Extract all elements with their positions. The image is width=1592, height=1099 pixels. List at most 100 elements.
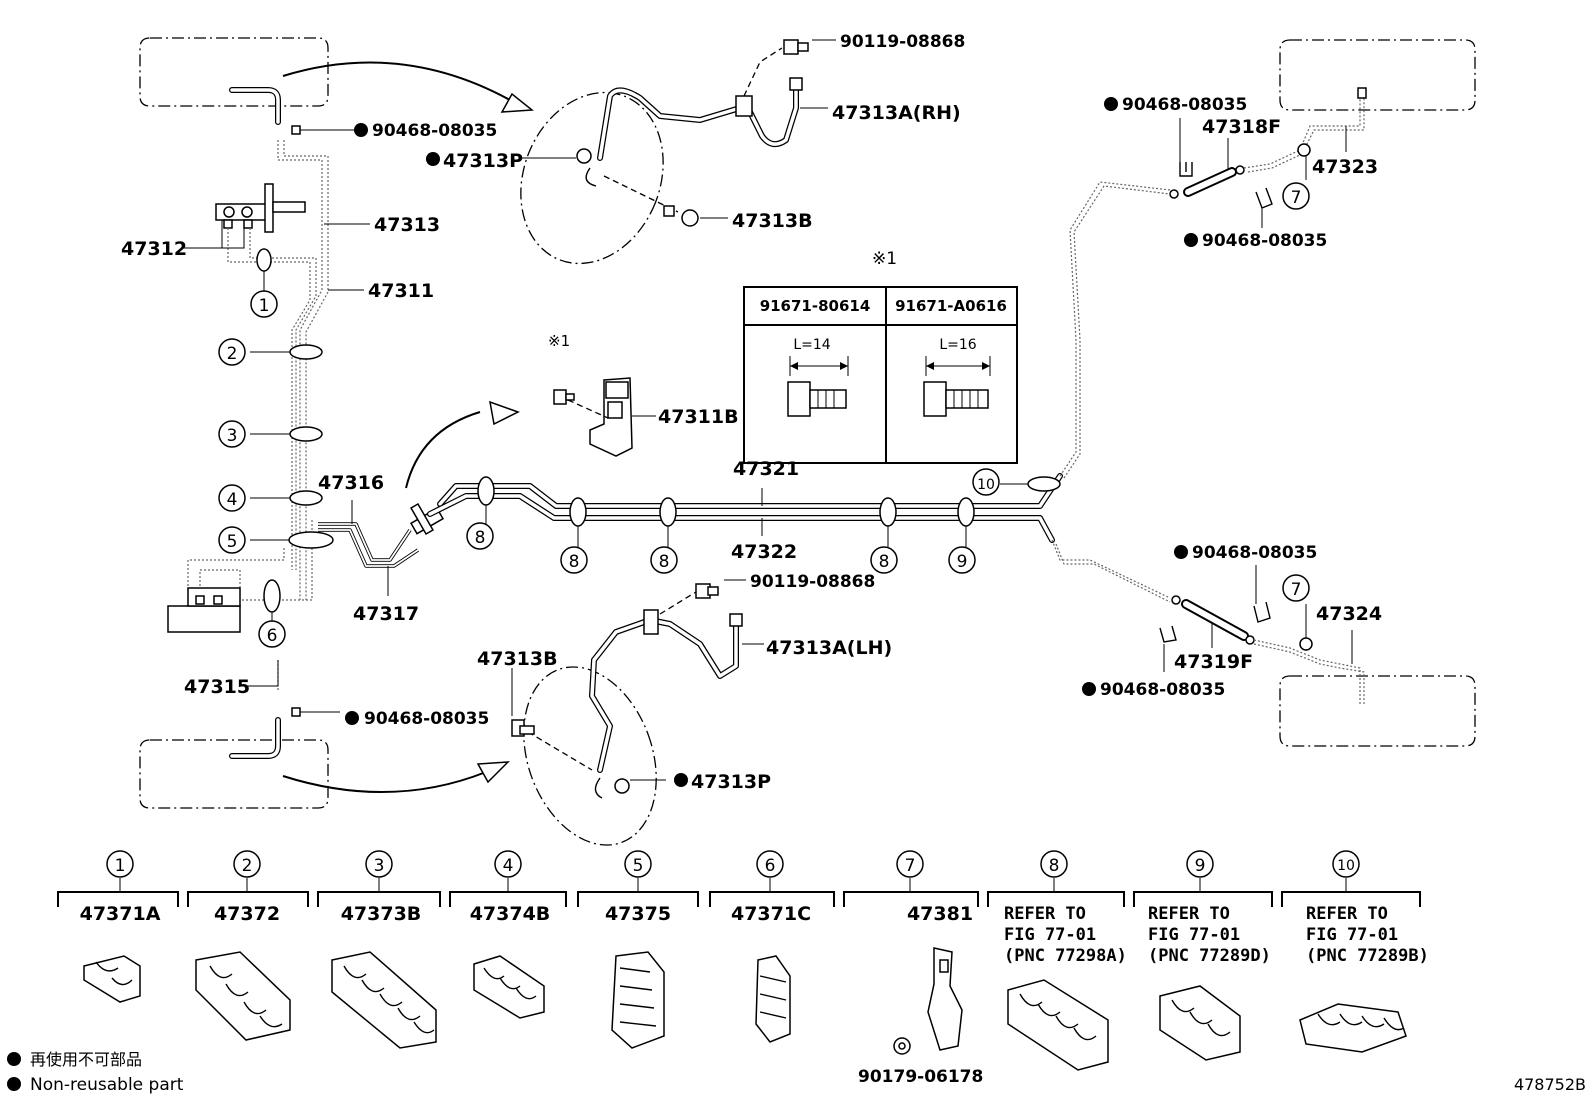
- svg-text:7: 7: [1291, 188, 1302, 208]
- svg-text:REFER TO: REFER TO: [1148, 904, 1230, 924]
- clamp-sketch-10: [1299, 1003, 1407, 1053]
- svg-text:7: 7: [1291, 580, 1302, 600]
- label-47321: 47321: [733, 458, 799, 480]
- label-47313p-top: 47313P: [443, 150, 523, 172]
- catalog-num-10: 10: [1332, 850, 1360, 878]
- clamp-ring-8a: [477, 476, 495, 506]
- catalog-refer-10: REFER TO FIG 77-01 (PNC 77289B): [1306, 904, 1429, 966]
- circle-num-2: 2: [218, 338, 246, 366]
- catalog-num-2: 2: [233, 850, 261, 878]
- tube-47316-47317: [318, 502, 445, 568]
- label-47315: 47315: [184, 676, 250, 698]
- clamp-sketch-2: [195, 951, 291, 1041]
- note-mark-bracket: ※1: [548, 332, 570, 350]
- label-47318f: 47318F: [1202, 116, 1281, 138]
- svg-text:10: 10: [977, 477, 995, 493]
- catalog-part-3: 47373B: [341, 903, 422, 925]
- svg-text:7: 7: [905, 856, 916, 876]
- label-47322: 47322: [731, 541, 797, 563]
- rh-hose-assembly: [520, 39, 809, 265]
- master-cylinder: [215, 183, 306, 233]
- svg-text:6: 6: [765, 856, 776, 876]
- label-47313a-lh: 47313A(LH): [766, 637, 892, 659]
- catalog-part-4: 47374B: [470, 903, 551, 925]
- figure-number: 478752B: [1514, 1075, 1586, 1094]
- svg-text:3: 3: [227, 426, 238, 446]
- label-47313p-bot: 47313P: [691, 771, 771, 793]
- svg-text:REFER TO: REFER TO: [1004, 904, 1086, 924]
- clamp-sketch-3: [331, 951, 437, 1049]
- circle-num-7-lh: 7: [1282, 574, 1310, 602]
- svg-text:FIG 77-01: FIG 77-01: [1306, 925, 1398, 945]
- arrow-to-lh-hose: [282, 761, 510, 794]
- label-90119-top: 90119-08868: [840, 32, 965, 52]
- catalog-num-9: 9: [1186, 850, 1214, 878]
- table-col2-length: L=16: [939, 337, 976, 353]
- svg-text:3: 3: [374, 856, 385, 876]
- hose-47318f: [1169, 165, 1245, 199]
- svg-text:8: 8: [879, 552, 890, 572]
- svg-text:1: 1: [259, 296, 270, 316]
- clip-90468-rh-lower: [1255, 187, 1273, 209]
- label-47317: 47317: [353, 603, 419, 625]
- svg-text:8: 8: [659, 552, 670, 572]
- outline-box-rear-right: [1279, 39, 1476, 111]
- catalog-num-7: 7: [896, 850, 924, 878]
- catalog-part-6: 47371C: [731, 903, 811, 925]
- svg-text:9: 9: [1195, 856, 1206, 876]
- tube-47324: [1253, 637, 1365, 704]
- label-90468-c: 90468-08035: [1202, 231, 1327, 251]
- label-90468-d: 90468-08035: [1192, 543, 1317, 563]
- legend-text-jp: 再使用不可部品: [30, 1050, 142, 1069]
- label-47316: 47316: [318, 472, 384, 494]
- clamp-catalog: 1 2 3 4 5 6 7 8 9 10 47371A 47372 47373B…: [57, 850, 1429, 1071]
- svg-text:(PNC 77289B): (PNC 77289B): [1306, 946, 1429, 966]
- clamp-sketch-5: [611, 951, 665, 1049]
- catalog-num-8: 8: [1040, 850, 1068, 878]
- svg-text:1: 1: [115, 856, 126, 876]
- label-47311b: 47311B: [658, 406, 739, 428]
- bolt-table: [743, 286, 1018, 464]
- clamp-ring-8d: [879, 497, 897, 527]
- svg-text:10: 10: [1337, 858, 1355, 874]
- table-col2-part: 91671-A0616: [895, 297, 1007, 315]
- circle-num-8c: 8: [650, 546, 678, 574]
- circle-num-8d: 8: [870, 546, 898, 574]
- svg-text:2: 2: [227, 344, 238, 364]
- outline-box-rear-left: [1279, 675, 1476, 747]
- catalog-num-5: 5: [624, 850, 652, 878]
- catalog-num-4: 4: [494, 850, 522, 878]
- label-90468-a: 90468-08035: [372, 121, 497, 141]
- arrow-to-rh-hose: [282, 61, 534, 113]
- clamp-ring-1: [256, 248, 272, 272]
- label-47319f: 47319F: [1174, 651, 1253, 673]
- tube-47321-47322: [427, 473, 1063, 543]
- catalog-part-5: 47375: [605, 903, 671, 925]
- svg-text:6: 6: [267, 626, 278, 646]
- label-90468-b: 90468-08035: [1122, 95, 1247, 115]
- non-reusable-dots: [291, 97, 1198, 787]
- label-47323: 47323: [1312, 156, 1378, 178]
- label-47324: 47324: [1316, 603, 1382, 625]
- circle-num-10: 10: [972, 468, 1000, 496]
- clamp-sketch-8: [1007, 979, 1109, 1071]
- legend-dot-en: [7, 1077, 21, 1091]
- svg-text:4: 4: [503, 856, 514, 876]
- table-col1-length: L=14: [793, 337, 830, 353]
- clamp-ring-6: [263, 579, 281, 613]
- rear-tube-to-lh: [1051, 539, 1171, 603]
- lh-hose-assembly: [511, 583, 743, 846]
- legend: 再使用不可部品 Non-reusable part: [7, 1050, 184, 1095]
- tube-bundle-left: [187, 140, 329, 692]
- clamp-sketch-6: [755, 955, 791, 1043]
- clamp-sketch-9: [1159, 985, 1241, 1061]
- svg-text:5: 5: [227, 532, 238, 552]
- svg-text:8: 8: [475, 528, 486, 548]
- catalog-refer-8: REFER TO FIG 77-01 (PNC 77298A): [1004, 904, 1127, 966]
- outline-box-front-left: [139, 717, 329, 809]
- label-90468-e: 90468-08035: [1100, 680, 1225, 700]
- legend-text-en: Non-reusable part: [30, 1075, 184, 1095]
- circle-num-5: 5: [218, 526, 246, 554]
- bolt-drawing-right: [923, 356, 991, 417]
- label-90468-f: 90468-08035: [364, 709, 489, 729]
